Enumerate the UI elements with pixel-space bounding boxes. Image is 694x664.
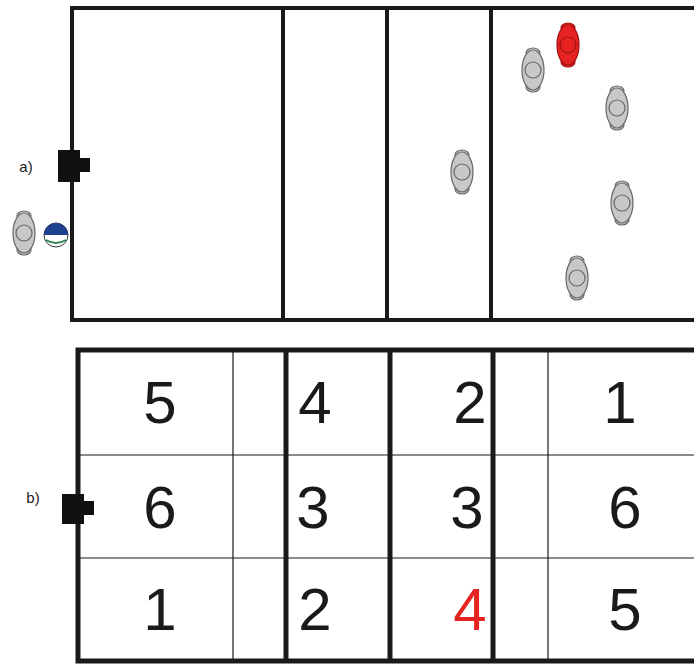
zone-number: 5 <box>143 373 176 433</box>
zone-number: 2 <box>453 373 486 433</box>
zone-number: 6 <box>608 478 641 538</box>
zone-number: 4 <box>298 373 331 433</box>
zone-number: 3 <box>450 478 483 538</box>
zone-number: 3 <box>296 478 329 538</box>
zone-number: 5 <box>608 580 641 640</box>
zone-number: 1 <box>603 373 636 433</box>
court-b-grid <box>78 350 694 662</box>
goal <box>62 494 94 524</box>
players <box>13 23 633 300</box>
panel-label: b) <box>26 490 39 505</box>
zone-number: 1 <box>143 580 176 640</box>
zone-number: 2 <box>298 580 331 640</box>
zone-number: 6 <box>143 478 176 538</box>
zone-number: 4 <box>453 580 486 640</box>
court-a <box>72 8 694 320</box>
ball <box>44 223 68 247</box>
panel-label: a) <box>19 159 32 174</box>
goal <box>58 150 90 182</box>
